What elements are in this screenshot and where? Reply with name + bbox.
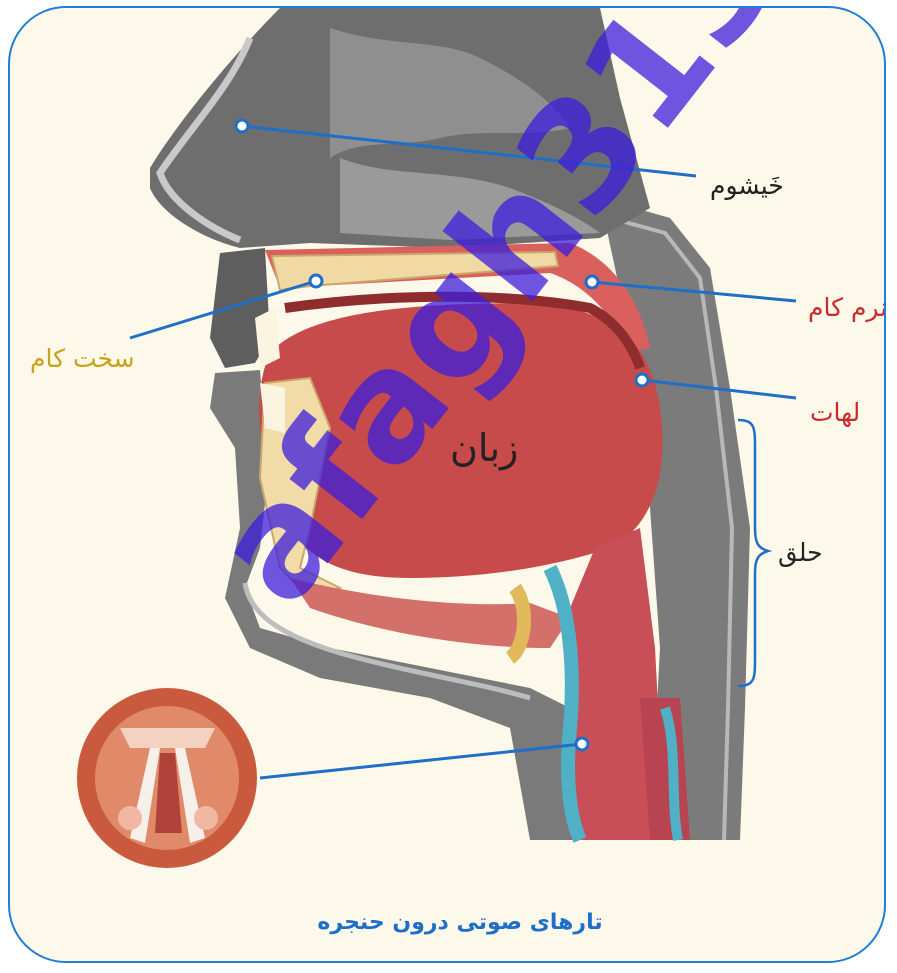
diagram-frame: خَیشوم نرم کام سخت کام لهات زبان حلق تار… xyxy=(8,6,886,963)
label-hard-palate: سخت کام xyxy=(30,344,135,373)
marker-nose xyxy=(236,120,248,132)
caption-vocal-cords: تارهای صوتی درون حنجره xyxy=(280,910,640,935)
vocal-cords-inset xyxy=(77,688,257,868)
vocal-tract-illustration xyxy=(10,8,886,963)
label-uvula: لهات xyxy=(810,398,860,427)
label-throat: حلق xyxy=(778,538,823,567)
marker-hard-palate xyxy=(310,275,322,287)
marker-vocal-cords xyxy=(576,738,588,750)
label-nose: خَیشوم xyxy=(710,171,784,200)
label-soft-palate: نرم کام xyxy=(808,293,886,322)
marker-uvula xyxy=(636,374,648,386)
